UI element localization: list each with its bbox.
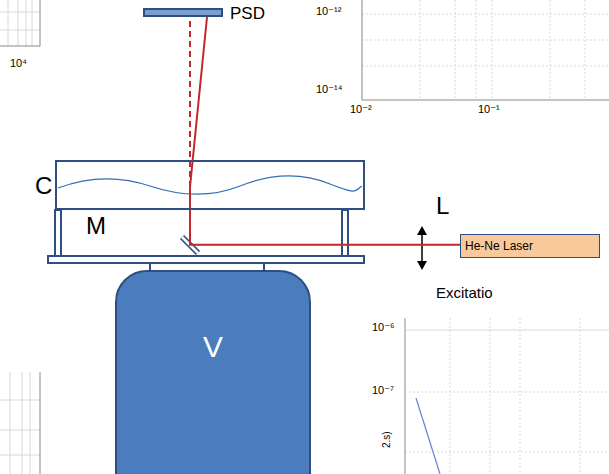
chart-grid — [0, 0, 40, 46]
axis-tick: 10⁻² — [350, 104, 372, 115]
axis-tick: 10⁻¹ — [478, 104, 500, 115]
chart-grid — [405, 330, 609, 331]
axis-tick: 10⁻¹⁴ — [316, 84, 342, 95]
axis-tick: 10⁻¹² — [316, 6, 341, 17]
chart-grid — [362, 0, 609, 100]
vessel-body: V — [115, 270, 311, 474]
chart-title: Excitatio — [436, 285, 493, 300]
axis-tick: 10⁴ — [10, 58, 27, 69]
container-box: C — [55, 160, 365, 210]
chart-axis — [40, 372, 41, 474]
node-label: He-Ne Laser — [465, 239, 533, 253]
part-label: L — [436, 194, 449, 218]
water-surface — [58, 176, 362, 194]
chart-axis — [405, 318, 406, 474]
frame — [48, 210, 364, 272]
chart-axis — [362, 0, 363, 100]
node-label: PSD — [230, 4, 265, 24]
laser-box: He-Ne Laser — [460, 234, 600, 258]
psd-detector: PSD — [143, 2, 273, 26]
axis-tick: 10⁻⁷ — [372, 385, 394, 396]
lens-symbol — [417, 226, 427, 270]
part-label: M — [86, 214, 106, 238]
chart-axis — [40, 0, 41, 46]
psd-bar — [143, 8, 223, 17]
chart-grid — [405, 318, 609, 474]
node-label: C — [35, 172, 52, 200]
chart-curve — [416, 398, 440, 474]
axis-title: 2.s) — [382, 431, 392, 448]
laser-beam — [190, 17, 460, 245]
chart-axis — [0, 46, 40, 47]
chart-grid — [0, 372, 40, 474]
chart-axis — [362, 100, 609, 101]
axis-tick: 10⁻⁶ — [372, 322, 395, 333]
node-label: V — [117, 330, 309, 364]
